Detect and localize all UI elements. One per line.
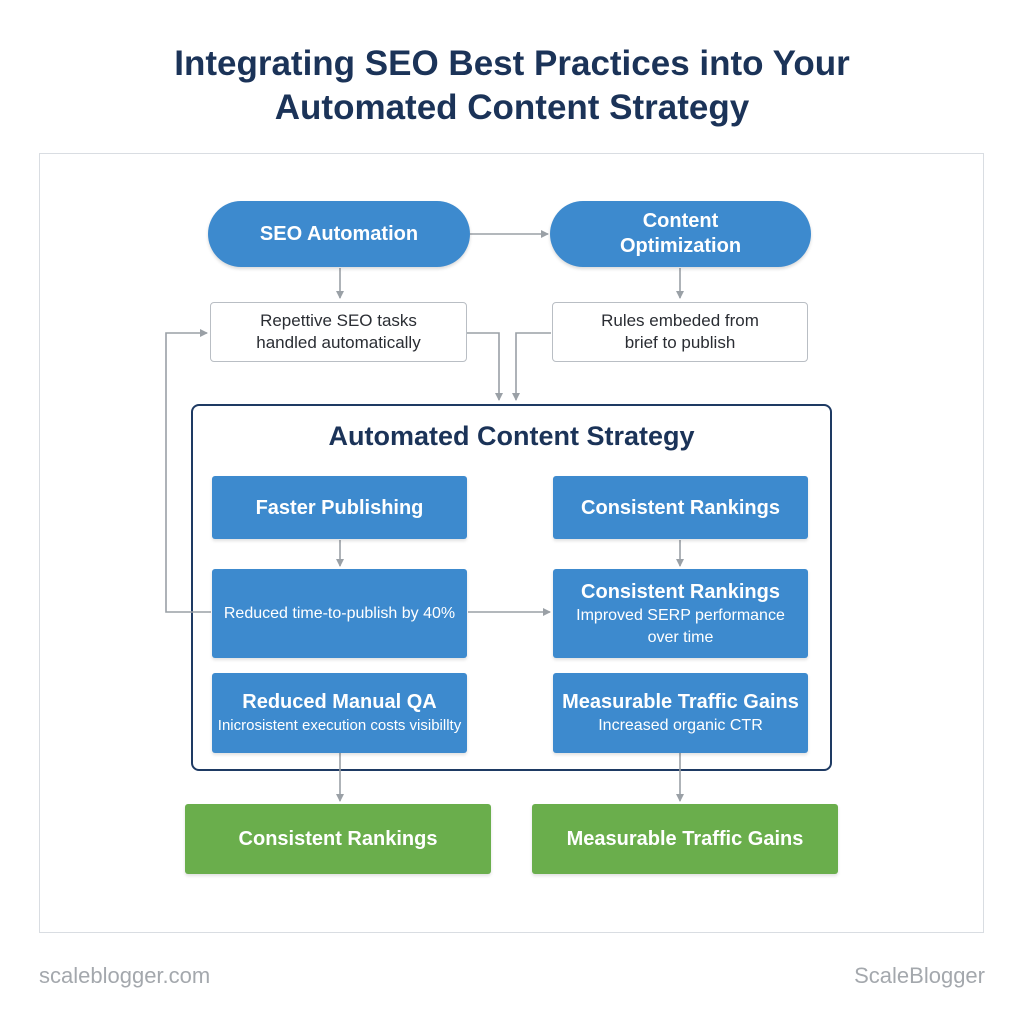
page-title: Integrating SEO Best Practices into Your… [0,42,1024,130]
title-line-2: Automated Content Strategy [274,88,750,127]
footer-brand: ScaleBlogger [854,963,985,988]
outcome-consistent-rankings: Consistent Rankings [185,804,491,874]
seo-automation-label: SEO Automation [259,222,419,245]
serp-line-2: over time [647,628,714,646]
title-line-1: Integrating SEO Best Practices into Your [174,44,850,83]
consistent-rankings-card-top: Consistent Rankings [553,476,808,539]
strategy-title: Automated Content Strategy [328,421,695,451]
serp-line-1: Improved SERP performance [576,606,785,624]
faster-publishing-label: Faster Publishing [255,496,424,519]
rules-embedded-note: Rules embeded from brief to publish [552,302,808,362]
consistent-rankings-card-mid: Consistent Rankings Improved SERP perfor… [553,569,808,658]
faster-publishing-card: Faster Publishing [212,476,467,539]
reduced-qa-sub: Inicrosistent execution costs visibillty [217,717,462,734]
diagram-frame [39,153,984,933]
rules-embedded-line-2: brief to publish [624,333,736,352]
arrow-right-note-to-strategy [512,332,551,401]
reduced-time-card: Reduced time-to-publish by 40% [212,569,467,658]
traffic-gains-card: Measurable Traffic Gains Increased organ… [553,673,808,753]
reduced-time-label: Reduced time-to-publish by 40% [223,604,456,622]
consistent-rankings-mid-label: Consistent Rankings [581,580,780,603]
outcome-traffic-gains: Measurable Traffic Gains [532,804,838,874]
footer-url: scaleblogger.com [39,963,211,988]
outcome-traffic-gains-label: Measurable Traffic Gains [566,827,804,850]
outcome-consistent-rankings-label: Consistent Rankings [238,827,438,850]
content-optimization-node: Content Optimization [550,201,811,267]
repetitive-tasks-line-2: handled automatically [256,333,421,352]
consistent-rankings-top-label: Consistent Rankings [581,496,780,519]
content-optimization-label-2: Optimization [619,235,742,257]
content-optimization-label-1: Content [642,210,719,232]
arrow-loop-to-left-note [165,329,211,613]
repetitive-tasks-line-1: Repettive SEO tasks [260,311,417,330]
repetitive-tasks-note: Repettive SEO tasks handled automaticall… [210,302,467,362]
reduced-qa-label: Reduced Manual QA [242,691,437,713]
rules-embedded-line-1: Rules embeded from [601,311,759,330]
seo-automation-node: SEO Automation [208,201,470,267]
traffic-gains-label: Measurable Traffic Gains [562,691,799,713]
reduced-qa-card: Reduced Manual QA Inicrosistent executio… [212,673,467,753]
traffic-gains-sub: Increased organic CTR [598,717,763,734]
arrow-left-note-to-strategy [466,332,503,401]
